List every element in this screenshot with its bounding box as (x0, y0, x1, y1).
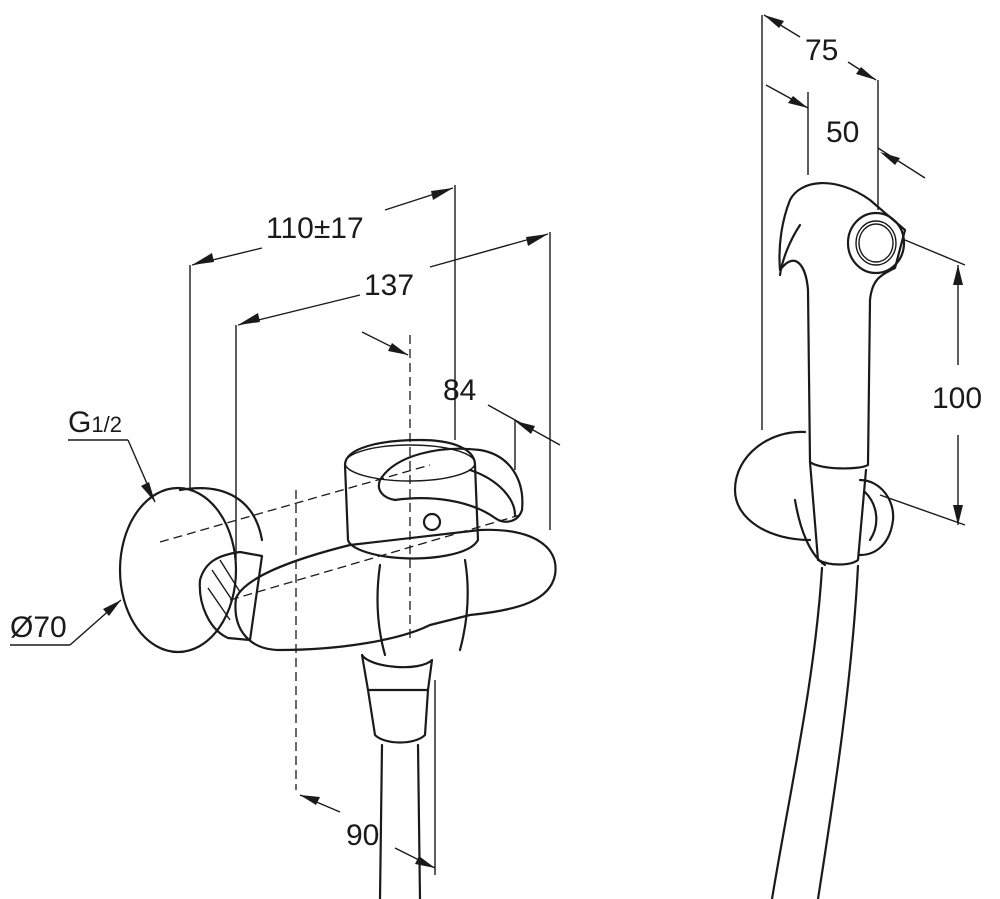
dim-100: 100 (932, 382, 982, 415)
cartridge-cap (343, 438, 480, 560)
dim-110: 110±17 (266, 212, 364, 245)
handset-body (778, 181, 907, 470)
dim-50: 50 (826, 116, 859, 149)
dim-75: 75 (805, 34, 838, 67)
mixer-body (234, 528, 557, 652)
hose (770, 566, 824, 899)
thread-label: G1/2 (68, 406, 122, 439)
mixer-drawing: 110±17 137 84 90 Ø70 G1/2 (10, 185, 561, 899)
handset-drawing: 75 50 100 (733, 14, 982, 899)
lever-handle (377, 447, 524, 523)
outlet-spigot (360, 653, 434, 744)
spray-nozzle (846, 211, 906, 275)
dim-84: 84 (443, 374, 476, 407)
dim-137: 137 (364, 269, 414, 302)
dim-90: 90 (346, 819, 379, 852)
wall-rosette (118, 486, 238, 654)
connector-nut (198, 550, 264, 642)
wall-bracket (733, 430, 812, 542)
dim-diameter: Ø70 (10, 611, 67, 644)
